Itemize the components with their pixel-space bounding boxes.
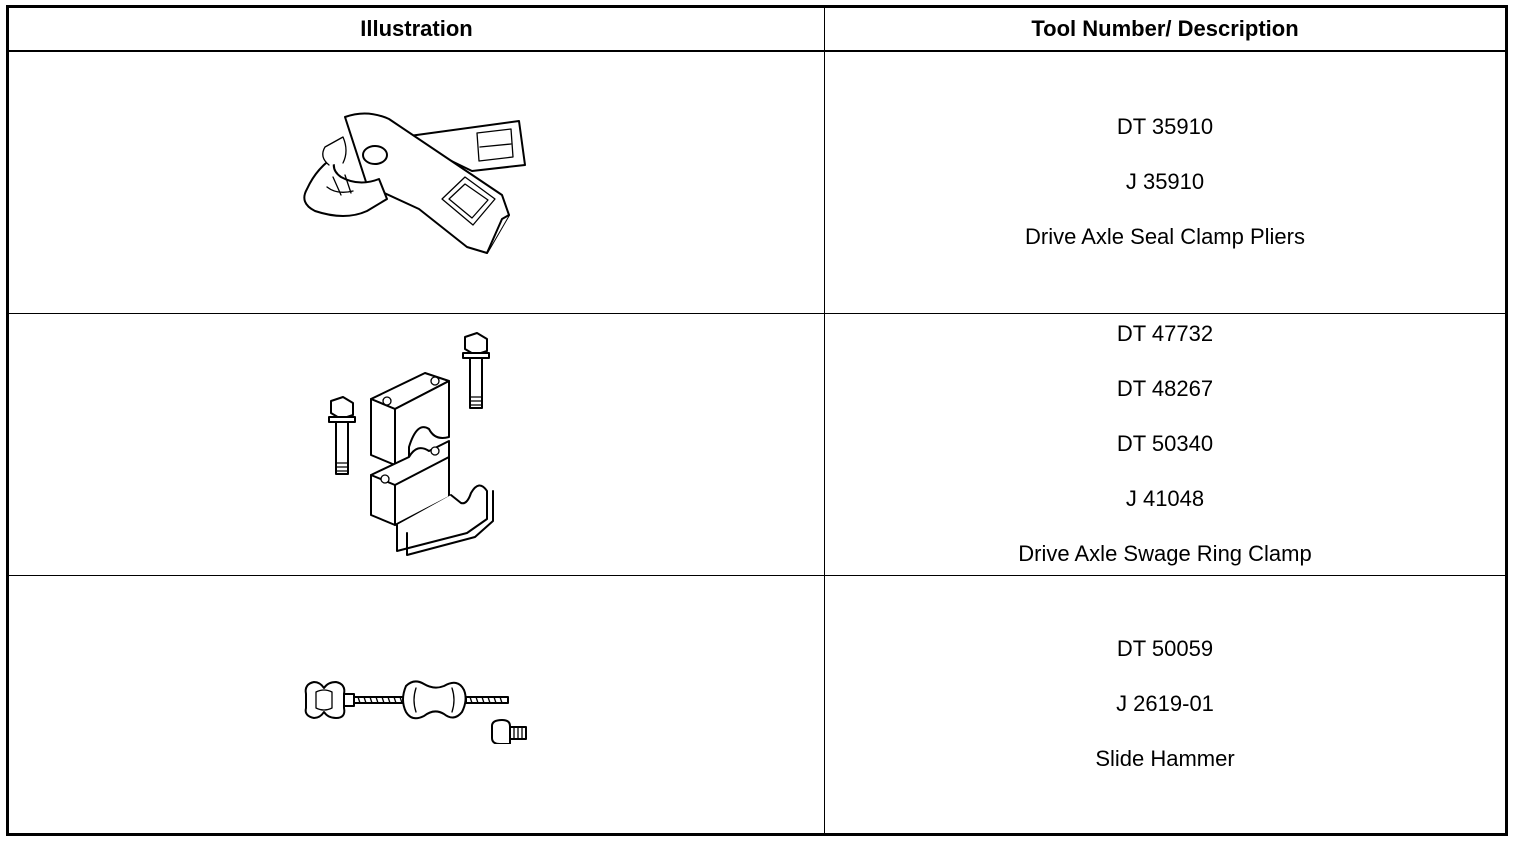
tool-number: J 35910 <box>1125 169 1205 195</box>
tool-description: Slide Hammer <box>1095 746 1235 772</box>
illustration-cell <box>7 50 825 314</box>
illustration-cell <box>7 312 825 576</box>
description-cell: DT 35910 J 35910 Drive Axle Seal Clamp P… <box>824 50 1507 314</box>
tool-number: DT 47732 <box>1116 321 1214 346</box>
tool-number: DT 50059 <box>1116 636 1214 662</box>
table-row: DT 47732 DT 48267 DT 50340 J 41048 Drive… <box>7 312 1507 576</box>
table-row: DT 50059 J 2619-01 Slide Hammer <box>7 574 1507 835</box>
tool-number: J 2619-01 <box>1116 691 1214 717</box>
description-cell: DT 47732 DT 48267 DT 50340 J 41048 Drive… <box>824 312 1507 576</box>
seal-clamp-pliers-illustration <box>302 112 526 255</box>
tool-number: DT 48267 <box>1116 376 1214 401</box>
slide-hammer-illustration <box>304 680 527 745</box>
special-tools-table: Illustration Tool Number/ Description <box>6 5 1508 836</box>
table-row: DT 35910 J 35910 Drive Axle Seal Clamp P… <box>7 50 1507 314</box>
tool-number: DT 50340 <box>1116 431 1214 456</box>
swage-ring-clamp-illustration <box>327 332 494 556</box>
tool-description: Drive Axle Seal Clamp Pliers <box>1025 224 1305 250</box>
illustration-column-header: Illustration <box>7 6 825 52</box>
description-column-header: Tool Number/ Description <box>824 6 1507 52</box>
tool-description: Drive Axle Swage Ring Clamp <box>1018 541 1312 566</box>
tool-number: DT 35910 <box>1116 114 1214 140</box>
table-header-row: Illustration Tool Number/ Description <box>7 6 1507 52</box>
tool-number: J 41048 <box>1125 486 1205 511</box>
illustration-cell <box>7 574 825 835</box>
description-cell: DT 50059 J 2619-01 Slide Hammer <box>824 574 1507 835</box>
